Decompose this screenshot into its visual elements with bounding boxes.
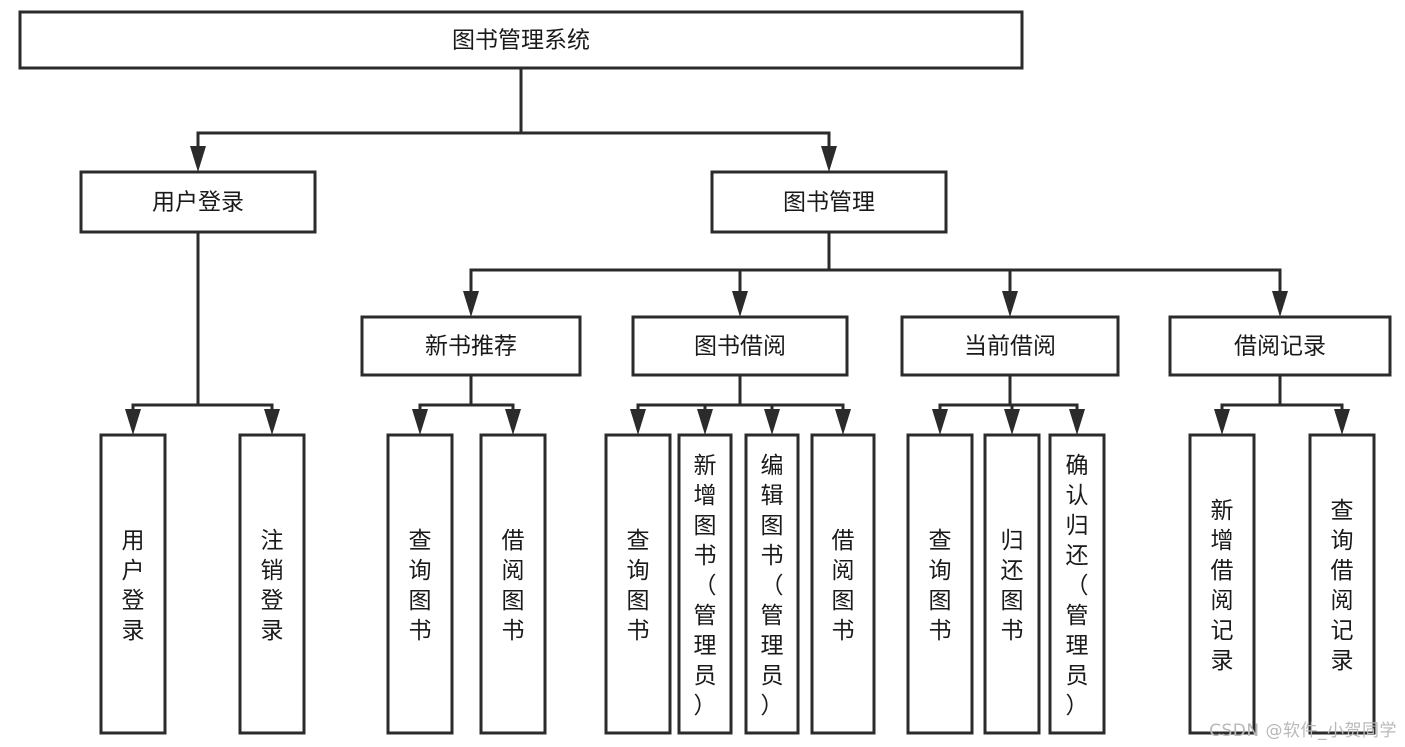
node-current-borrow[interactable]: 当前借阅 <box>900 315 1120 377</box>
node-label: 查询图书 <box>409 528 432 644</box>
node-box[interactable] <box>479 433 547 735</box>
node-box[interactable] <box>1308 433 1376 735</box>
node-box[interactable] <box>99 433 167 735</box>
node-label: 新增借阅记录 <box>1211 498 1234 674</box>
node-label: 确认归还（管理员） <box>1066 453 1089 719</box>
node-leaf-return-book[interactable]: 归还图书 <box>983 433 1041 735</box>
node-leaf-edit-book[interactable]: 编辑图书（管理员） <box>744 433 800 735</box>
node-label: 新书推荐 <box>425 334 517 360</box>
node-box[interactable] <box>360 315 582 377</box>
node-book-borrow[interactable]: 图书借阅 <box>631 315 849 377</box>
node-box[interactable] <box>906 433 974 735</box>
node-label: 注销登录 <box>261 528 284 644</box>
node-box[interactable] <box>1188 433 1256 735</box>
node-label: 归还图书 <box>1001 528 1024 644</box>
node-box[interactable] <box>631 315 849 377</box>
node-new-book-recommend[interactable]: 新书推荐 <box>360 315 582 377</box>
node-leaf-add-book[interactable]: 新增图书（管理员） <box>677 433 733 735</box>
node-root-图书管理系统[interactable]: 图书管理系统 <box>18 10 1024 70</box>
node-boxes-layer: 图书管理系统用户登录图书管理新书推荐图书借阅当前借阅借阅记录用户登录注销登录查询… <box>18 10 1392 735</box>
node-leaf-query-book-3[interactable]: 查询图书 <box>906 433 974 735</box>
node-label: 图书管理系统 <box>452 28 590 54</box>
node-box[interactable] <box>810 433 876 735</box>
node-leaf-confirm-return[interactable]: 确认归还（管理员） <box>1048 433 1106 735</box>
node-box[interactable] <box>386 433 454 735</box>
node-label: 借阅图书 <box>832 528 855 644</box>
node-box[interactable] <box>710 170 948 234</box>
node-label: 查询图书 <box>627 528 650 644</box>
node-leaf-logout[interactable]: 注销登录 <box>238 433 306 735</box>
node-book-manage[interactable]: 图书管理 <box>710 170 948 234</box>
node-label: 当前借阅 <box>964 334 1056 360</box>
connector-lines-layer <box>125 66 1350 435</box>
node-user-login[interactable]: 用户登录 <box>79 170 317 234</box>
node-label: 查询借阅记录 <box>1331 498 1354 674</box>
node-box[interactable] <box>238 433 306 735</box>
node-label: 编辑图书（管理员） <box>761 453 784 719</box>
node-leaf-query-book-1[interactable]: 查询图书 <box>386 433 454 735</box>
node-box[interactable] <box>983 433 1041 735</box>
node-label: 图书管理 <box>783 190 875 216</box>
node-box[interactable] <box>79 170 317 234</box>
node-box[interactable] <box>604 433 672 735</box>
node-box[interactable] <box>677 433 733 735</box>
node-leaf-query-book-2[interactable]: 查询图书 <box>604 433 672 735</box>
node-box[interactable] <box>18 10 1024 70</box>
node-box[interactable] <box>1048 433 1106 735</box>
node-label: 用户登录 <box>152 190 244 216</box>
node-box[interactable] <box>1168 315 1392 377</box>
node-leaf-borrow-book-1[interactable]: 借阅图书 <box>479 433 547 735</box>
node-label: 借阅记录 <box>1234 334 1326 360</box>
node-label: 查询图书 <box>929 528 952 644</box>
node-box[interactable] <box>744 433 800 735</box>
node-borrow-record[interactable]: 借阅记录 <box>1168 315 1392 377</box>
node-label: 借阅图书 <box>502 528 525 644</box>
node-leaf-user-login[interactable]: 用户登录 <box>99 433 167 735</box>
node-label: 图书借阅 <box>694 334 786 360</box>
node-leaf-borrow-book-2[interactable]: 借阅图书 <box>810 433 876 735</box>
node-label: 用户登录 <box>122 528 145 644</box>
node-leaf-add-record[interactable]: 新增借阅记录 <box>1188 433 1256 735</box>
node-label: 新增图书（管理员） <box>694 453 717 719</box>
node-box[interactable] <box>900 315 1120 377</box>
node-leaf-query-record[interactable]: 查询借阅记录 <box>1308 433 1376 735</box>
